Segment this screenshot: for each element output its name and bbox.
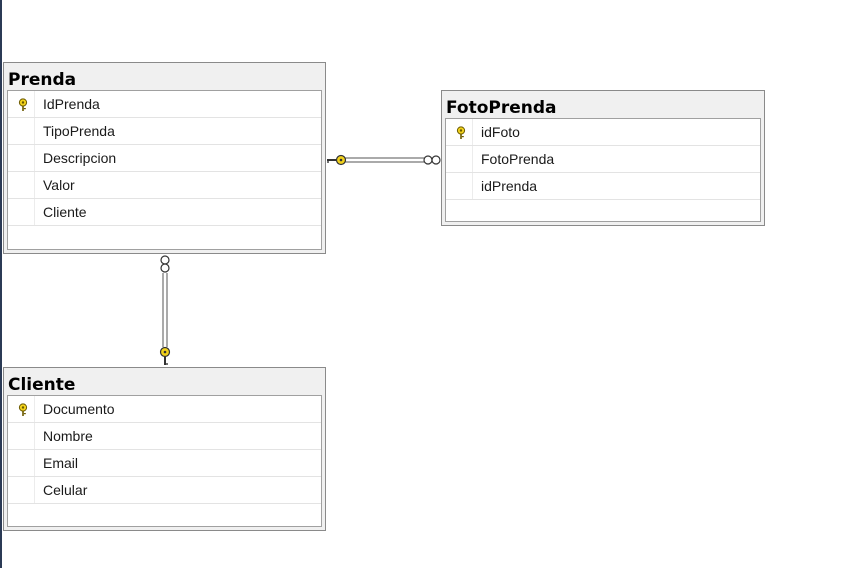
column-row[interactable]: Nombre — [8, 423, 321, 450]
row-selector[interactable] — [8, 199, 35, 225]
row-selector[interactable] — [446, 119, 473, 145]
column-name: idFoto — [481, 124, 520, 140]
row-selector[interactable] — [8, 477, 35, 503]
relationship-fotoprenda-prenda[interactable] — [327, 154, 441, 166]
column-row[interactable]: Valor — [8, 172, 321, 199]
table-fotoprenda[interactable]: FotoPrenda idFoto FotoPrenda idPrenda — [441, 90, 765, 226]
column-row[interactable]: Descripcion — [8, 145, 321, 172]
column-row[interactable]: TipoPrenda — [8, 118, 321, 145]
row-selector[interactable] — [8, 145, 35, 171]
column-row[interactable]: Celular — [8, 477, 321, 504]
relationship-one-key-icon — [159, 346, 171, 365]
relationship-one-key-icon — [327, 154, 347, 166]
column-row[interactable]: IdPrenda — [8, 91, 321, 118]
table-title: Cliente — [8, 375, 76, 395]
primary-key-icon — [456, 126, 466, 139]
table-title: Prenda — [8, 70, 77, 90]
column-name: Email — [43, 455, 79, 471]
table-columns: Documento Nombre Email Celular — [7, 395, 322, 527]
relationship-many-infinity-icon — [423, 155, 441, 165]
column-name: Valor — [43, 177, 75, 193]
column-name: IdPrenda — [43, 96, 100, 112]
relationship-prenda-cliente[interactable] — [159, 255, 171, 365]
column-name: TipoPrenda — [43, 123, 115, 139]
column-name: Descripcion — [43, 150, 117, 166]
primary-key-icon — [18, 98, 28, 111]
relationship-many-infinity-icon — [160, 255, 170, 273]
column-name: Documento — [43, 401, 115, 417]
row-selector[interactable] — [446, 173, 473, 199]
row-selector[interactable] — [8, 91, 35, 117]
row-selector[interactable] — [8, 172, 35, 198]
column-row[interactable]: Email — [8, 450, 321, 477]
table-columns: idFoto FotoPrenda idPrenda — [445, 118, 761, 222]
window-left-border — [0, 0, 2, 568]
column-row[interactable]: FotoPrenda — [446, 146, 760, 173]
column-row[interactable]: Cliente — [8, 199, 321, 226]
column-row[interactable]: Documento — [8, 396, 321, 423]
row-selector[interactable] — [8, 450, 35, 476]
table-prenda[interactable]: Prenda IdPrenda TipoPrenda Descripcion V… — [3, 62, 326, 254]
column-row[interactable]: idFoto — [446, 119, 760, 146]
column-row[interactable]: idPrenda — [446, 173, 760, 200]
column-name: idPrenda — [481, 178, 538, 194]
column-name: Celular — [43, 482, 88, 498]
column-name: Nombre — [43, 428, 93, 444]
row-selector[interactable] — [446, 146, 473, 172]
primary-key-icon — [18, 403, 28, 416]
table-columns: IdPrenda TipoPrenda Descripcion Valor Cl… — [7, 90, 322, 250]
row-selector[interactable] — [8, 423, 35, 449]
table-cliente[interactable]: Cliente Documento Nombre Email Celular — [3, 367, 326, 531]
column-name: Cliente — [43, 204, 87, 220]
row-selector[interactable] — [8, 396, 35, 422]
row-selector[interactable] — [8, 118, 35, 144]
table-title: FotoPrenda — [446, 98, 557, 118]
column-name: FotoPrenda — [481, 151, 555, 167]
